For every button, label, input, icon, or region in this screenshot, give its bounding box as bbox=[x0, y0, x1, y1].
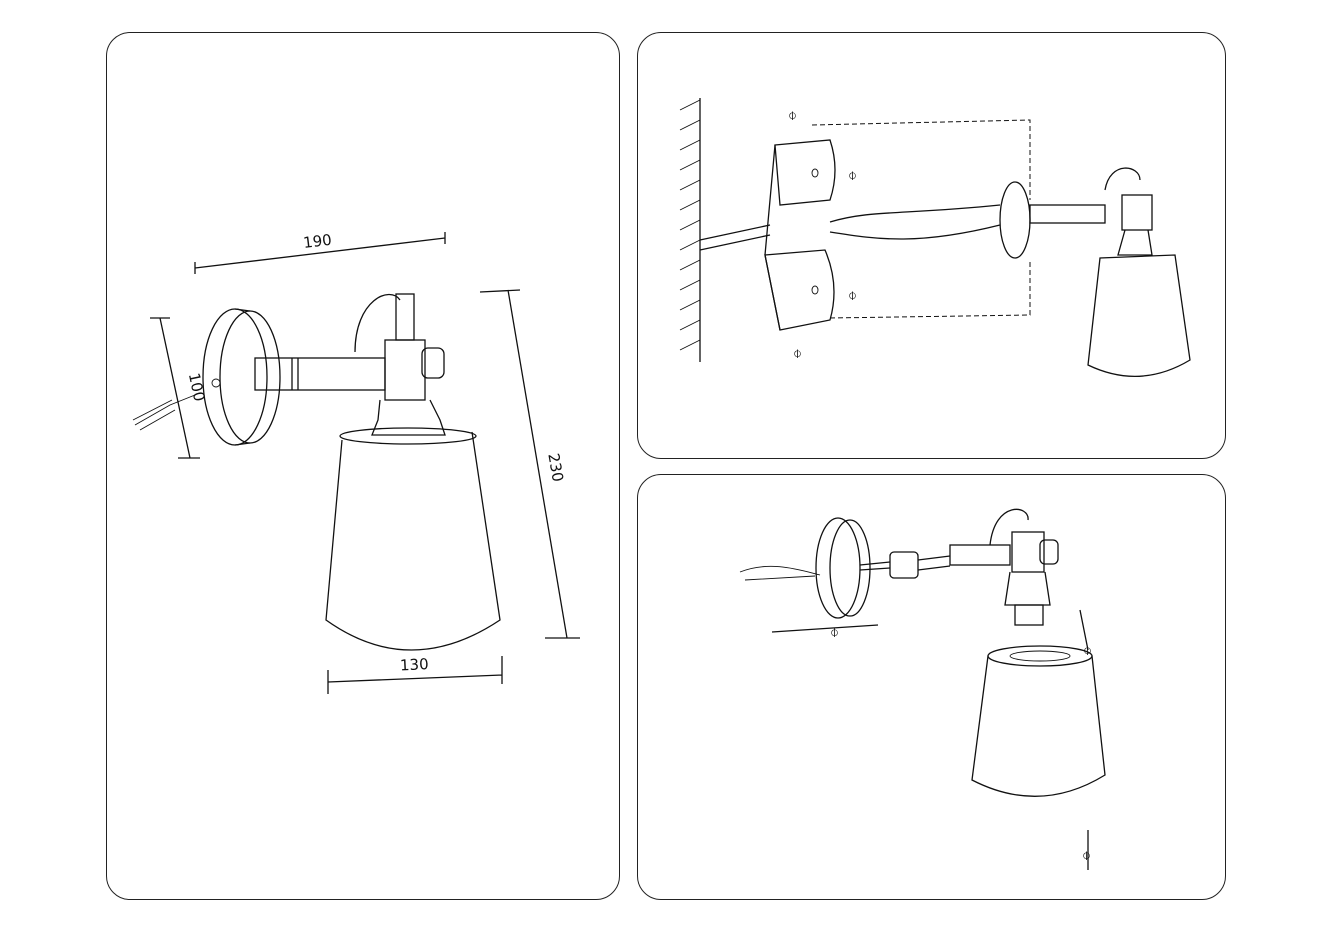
rotate-icon: ⌽ bbox=[1082, 846, 1091, 864]
dim-label-height: 230 bbox=[544, 452, 567, 483]
dim-label-canopy: 100 bbox=[185, 371, 209, 403]
dim-label-width: 190 bbox=[302, 231, 333, 252]
screwdriver-icon: ⌽ bbox=[848, 286, 857, 304]
wall-mounting-illustration: ⌽ ⌽ ⌽ ⌽ bbox=[679, 98, 1191, 378]
screwdriver-icon: ⌽ bbox=[788, 106, 797, 124]
screwdriver-icon: ⌽ bbox=[793, 344, 802, 362]
rotate-icon: ⌽ bbox=[830, 623, 839, 641]
lamp-side-view bbox=[132, 293, 501, 651]
panel-dimensions bbox=[106, 32, 620, 900]
panel-shade-assembly bbox=[637, 474, 1226, 900]
panel-wall-mounting bbox=[637, 32, 1226, 459]
dim-label-shade: 130 bbox=[400, 655, 430, 674]
shade-assembly-illustration: ⌽ ⌽ ⌽ bbox=[739, 508, 1106, 870]
dimension-lines bbox=[150, 232, 580, 694]
rotate-icon: ⌽ bbox=[1083, 641, 1092, 659]
screwdriver-icon: ⌽ bbox=[848, 166, 857, 184]
